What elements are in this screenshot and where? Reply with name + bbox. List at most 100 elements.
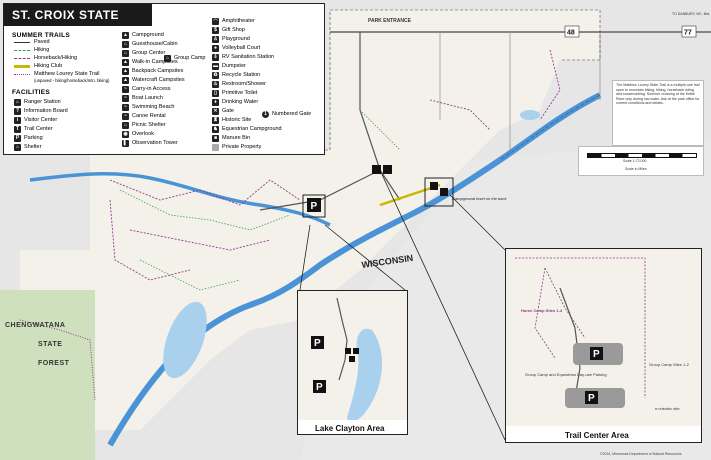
lake-clayton [163, 301, 207, 379]
legend-facility-item: ♦Drinking Water [212, 99, 258, 106]
trail-line-swatch [14, 50, 30, 51]
inset-parking-icon-lot-1: P [590, 347, 603, 360]
legend-facility-label: Canoe Rental [132, 113, 166, 119]
rv-sanitation-station-icon: ⇩ [212, 54, 219, 61]
watercraft-campsites-icon: ▲ [122, 77, 129, 84]
legend-facility-item: ♜Historic Site [212, 117, 251, 124]
legend-facility-label: Information Board [24, 108, 68, 114]
legend-facility-item: ⌂Group Center [122, 50, 165, 57]
legend-facility-item: ⌂Guesthouse/Cabin [122, 41, 178, 48]
overlook-icon: ◉ [122, 131, 129, 138]
observation-tower-icon: ▌ [122, 140, 129, 147]
lake-clayton-label: Lake Clayton Area [315, 424, 385, 433]
legend-trail-label: Hiking [34, 47, 50, 53]
manure-bin-icon: ■ [212, 135, 219, 142]
historic-site-icon: ♜ [212, 117, 219, 124]
hwy-48-shield: 48 [564, 25, 580, 38]
county-road [439, 32, 601, 150]
label-state: STATE [38, 341, 62, 348]
private-property-icon [212, 144, 219, 151]
legend-facility-item: ▯Primitive Toilet [212, 90, 257, 97]
svg-text:P: P [588, 393, 595, 404]
legend-facility-item: ▲Watercraft Campsites [122, 77, 185, 84]
map-campground-icon [372, 165, 392, 174]
group-center-icon: ⌂ [122, 50, 129, 57]
label-park-entrance: PARK ENTRANCE [368, 18, 412, 24]
information-board-icon: ? [14, 108, 21, 115]
label-to-danbury: TO DANBURY, WI - 8mi [672, 12, 710, 16]
svg-text:77: 77 [684, 30, 692, 37]
legend-facility-item: ♻Recycle Station [212, 72, 260, 79]
legend-group-camp: ⌂ Group Camp [164, 55, 206, 62]
lourey-trail [19, 319, 96, 401]
legend-trail-label: Horseback/Hiking [34, 55, 78, 61]
legend-trail-sublabel: (unpaved - hiking/horseback/mtn. biking) [34, 78, 110, 83]
inset-parking-icon-lot-2: P [585, 391, 598, 404]
inset-label-bg [506, 426, 701, 442]
legend-facility-label: Recycle Station [222, 72, 261, 78]
legend-numbered-gate-label: Numbered Gate [272, 111, 312, 117]
legend-facility-label: Restroom/Shower [222, 81, 267, 87]
gate-icon: ✕ [212, 108, 219, 115]
legend-facility-label: Playground [222, 36, 250, 42]
legend-facility-label: Boat Launch [132, 95, 163, 101]
scale-unit: Scale in Miles [625, 167, 647, 171]
park-land [20, 10, 600, 430]
legend-facility-item: ✕Gate [212, 108, 234, 115]
legend-trail-label: Matthew Lourey State Trail [34, 71, 100, 77]
kettle-river [29, 172, 331, 227]
callout-line-lake-clayton-2 [324, 224, 406, 291]
legend-facility-item: ⌂Picnic Shelter [122, 122, 166, 129]
group-camp-icon: ⌂ [164, 55, 171, 62]
legend-facility-label: Manure Bin [222, 135, 251, 141]
legend-facility-label: Parking [24, 135, 43, 141]
legend-facility-item: ▬Dumpster [212, 63, 246, 70]
legend-facility-item: ~Canoe Rental [122, 113, 166, 120]
legend-numbered-gate: 1 Numbered Gate [262, 111, 311, 118]
legend-facility-label: Equestrian Campground [222, 126, 282, 132]
parking-icon: P [14, 135, 21, 142]
legend-facility-item: Private Property [212, 144, 261, 151]
legend-facility-item: ~Carry-in Access [122, 86, 171, 93]
group-camp-label: Group Camp Sites 1-2 [649, 362, 690, 367]
inset-road [336, 297, 348, 381]
callout-box-main [302, 194, 326, 218]
legend-facility-label: Historic Site [222, 117, 252, 123]
legend-facility-label: Ranger Station [24, 99, 61, 105]
legend-trail-label: Hiking Club [34, 63, 63, 69]
hwy-77-shield: 77 [681, 25, 697, 38]
legend-facility-label: Drinking Water [222, 99, 259, 105]
legend-facility-label: Picnic Shelter [132, 122, 166, 128]
trail-line-swatch [14, 58, 30, 59]
horse-trails [109, 49, 561, 281]
visitor-center-icon: i [14, 117, 21, 124]
hiking-trails [119, 109, 401, 291]
inset-parking-icon-2: P [313, 380, 326, 393]
legend-trail-item: Hiking [14, 47, 49, 54]
gift-shop-icon: $ [212, 27, 219, 34]
callout-line-lake-clayton [299, 224, 311, 291]
callout-line-trail-center-2 [449, 194, 506, 251]
legend-trail-label: Paved [34, 39, 50, 45]
legend-facility-item: ▲Backpack Campsites [122, 68, 183, 75]
legend-trail-item: Paved [14, 39, 50, 46]
legend-facility-label: Watercraft Campsites [132, 77, 185, 83]
numbered-gate-icon: 1 [262, 111, 269, 118]
map-trail-center-icon [430, 182, 448, 196]
callout-line-trail-center [379, 169, 506, 441]
swimming-beach-icon: ~ [122, 104, 129, 111]
boat-launch-icon: ~ [122, 95, 129, 102]
legend-facility-item: ⌂Ranger Station [14, 99, 61, 106]
label-campground-inset: Campground inset on the back [452, 196, 507, 201]
inset-facility-icons [345, 348, 359, 362]
ranger-station-icon: ⌂ [14, 99, 21, 106]
map-legend: ST. CROIX STATE PARK SUMMER TRAILS Paved… [3, 3, 325, 155]
recycle-station-icon: ♻ [212, 72, 219, 79]
info-box-text: The Matthew Lourey State Trail is a mult… [616, 83, 700, 106]
legend-facility-label: Volleyball Court [222, 45, 261, 51]
label-chengwatana: CHENGWATANA [5, 322, 65, 329]
campground-icon: ▲ [122, 32, 129, 39]
trail-line-swatch [14, 74, 30, 75]
